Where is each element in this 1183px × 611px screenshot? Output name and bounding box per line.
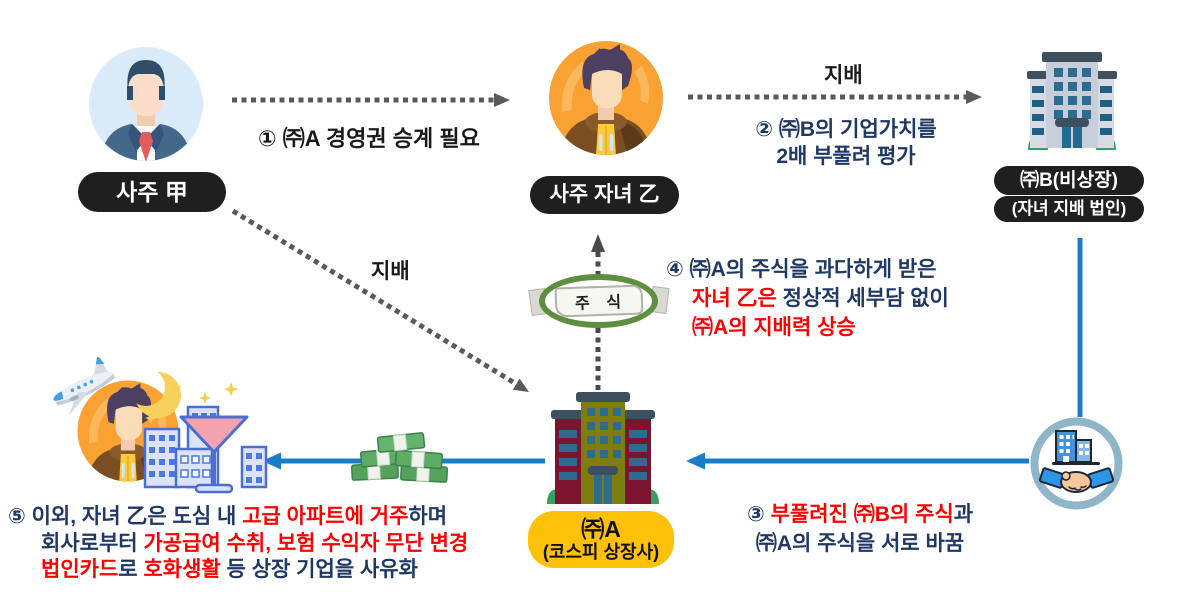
stock-badge-text: 주 식 [574,294,627,313]
star-icon [199,392,211,404]
luxury-collage-icon [53,357,268,494]
child-label-text: 사주 자녀 乙 [549,182,660,206]
deal-buildings-icon [1052,430,1100,465]
child-avatar-icon [548,40,664,156]
handshake-icon [1030,417,1123,510]
company-b-label-1-text: ㈜B(비상장) [1020,169,1118,191]
stars [145,381,239,424]
moon-icon [135,372,181,418]
step4-text: ④ ㈜A의 주식을 과다하게 받은 자녀 乙은 정상적 세부담 없이 ㈜A의 지… [666,258,949,339]
stock-note-icon: 주 식 [554,284,643,318]
company-b-label-1: ㈜B(비상장) [994,166,1144,195]
step2-text: ② ㈜B의 기업가치를 2배 부풀려 평가 [755,118,937,168]
succession-dotted-arrow [232,93,510,107]
city-windows [149,413,262,483]
step1-text: ① ㈜A 경영권 승계 필요 [258,126,480,151]
money-stack-icon [350,432,449,483]
stock-badge: 주 식 [539,274,658,328]
company-b-label-2-text: (자녀 지배 법인) [1011,199,1127,219]
star-icon [170,381,182,392]
control-diagonal-label: 지배 [371,260,410,283]
owner-avatar-icon [89,47,203,161]
star-icon [223,382,239,397]
shaking-hands-icon [1038,467,1115,493]
city-windows-framed [180,455,211,478]
company-a-label-1-text: ㈜A [581,515,621,542]
airplane-icon [53,357,116,417]
child-label: 사주 자녀 乙 [530,176,679,214]
company-b-label-2: (자녀 지배 법인) [994,196,1144,222]
control-dotted-arrow-diagonal [231,208,529,392]
swap-arrow [686,452,1029,470]
step3-text: ③ 부풀려진 ㈜B의 주식과 ㈜A의 주식을 서로 바꿈 [746,503,974,555]
cocktail-glass-icon [179,415,249,494]
company-a-building-icon [547,392,659,504]
control-dotted-arrow-top [688,90,982,104]
company-a-label-2-text: (코스피 상장사) [542,542,660,563]
company-b-building-icon [1027,52,1117,150]
step5-text: ⑤ 이외, 자녀 乙은 도심 내 고급 아파트에 거주하며 회사로부터 가공급여… [8,505,469,581]
company-a-label: ㈜A (코스피 상장사) [528,511,674,568]
star-icon [145,412,157,424]
owner-label: 사주 甲 [78,172,226,212]
owner-label-text: 사주 甲 [116,178,188,205]
control-top-label: 지배 [824,64,863,87]
